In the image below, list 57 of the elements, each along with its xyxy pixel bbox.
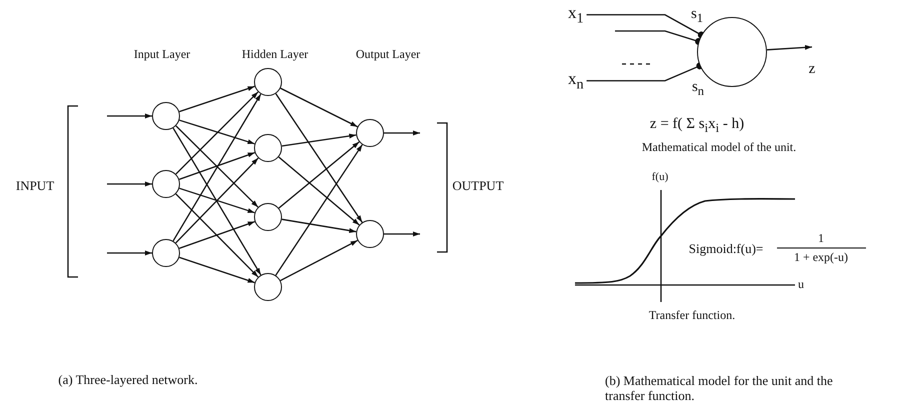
arrow bbox=[280, 88, 358, 128]
arrow bbox=[107, 182, 152, 186]
input-variable: x$_{1}$ bbox=[568, 4, 584, 26]
neuron-circle bbox=[254, 203, 282, 231]
figure-caption: (a) Three-layered network. bbox=[58, 372, 198, 388]
output-label: OUTPUT bbox=[452, 178, 504, 194]
arrow bbox=[275, 144, 363, 276]
neuron-circle bbox=[356, 119, 384, 147]
input-label: INPUT bbox=[16, 178, 54, 194]
output-variable: z bbox=[808, 61, 816, 79]
arrow bbox=[275, 93, 363, 223]
arrow bbox=[179, 188, 255, 214]
arrow bbox=[179, 86, 255, 112]
weight-label: s$_{1}$ bbox=[690, 6, 704, 26]
axis-label: u bbox=[798, 278, 804, 292]
arrow bbox=[107, 114, 152, 118]
neuron-circle bbox=[152, 239, 180, 267]
neuron-circle bbox=[356, 220, 384, 248]
arrow bbox=[179, 120, 255, 144]
arrow bbox=[384, 232, 420, 236]
input-variable: x$_{n}$ bbox=[568, 70, 584, 92]
weighted-input-line bbox=[586, 62, 704, 82]
neuron-circle bbox=[254, 134, 282, 162]
arrow bbox=[384, 130, 420, 136]
arrow bbox=[282, 134, 356, 147]
arrow bbox=[280, 240, 358, 282]
formula-text: Sigmoid:f(u)= bbox=[688, 242, 764, 256]
neuron-circle bbox=[254, 273, 282, 301]
arrow bbox=[107, 250, 152, 256]
arrow bbox=[178, 152, 256, 180]
arrow bbox=[175, 194, 259, 278]
figure-caption: (b) Mathematical model for the unit and the transfer function. bbox=[605, 374, 834, 404]
arrow bbox=[178, 221, 256, 249]
neuron-circle bbox=[152, 102, 180, 130]
caption-text: Mathematical model of the unit. bbox=[642, 141, 796, 155]
arrow bbox=[282, 218, 356, 233]
caption-text: Transfer function. bbox=[648, 309, 736, 323]
arrow bbox=[172, 128, 262, 276]
arrow bbox=[766, 45, 812, 50]
arrow bbox=[278, 156, 360, 226]
arrow bbox=[172, 94, 262, 242]
arrow bbox=[175, 91, 259, 175]
layer-label: Output Layer bbox=[356, 48, 420, 62]
layer-label: Input Layer bbox=[134, 48, 190, 62]
unit-equation: z = f( Σ s$_{i}$x$_{i}$ - h) bbox=[650, 116, 744, 136]
formula-numerator: 1 bbox=[818, 232, 824, 246]
neuron-circle bbox=[152, 170, 180, 198]
arrow bbox=[176, 125, 258, 208]
neuron-circle bbox=[254, 68, 282, 96]
axis-label: f(u) bbox=[652, 170, 668, 184]
layer-label: Hidden Layer bbox=[242, 48, 308, 62]
arrow bbox=[278, 141, 360, 209]
weighted-input-line bbox=[586, 14, 705, 38]
weight-label: s$_{n}$ bbox=[692, 79, 704, 99]
formula-denominator: 1 + exp(-u) bbox=[794, 251, 848, 265]
arrow bbox=[175, 158, 259, 244]
arrow bbox=[179, 256, 255, 284]
